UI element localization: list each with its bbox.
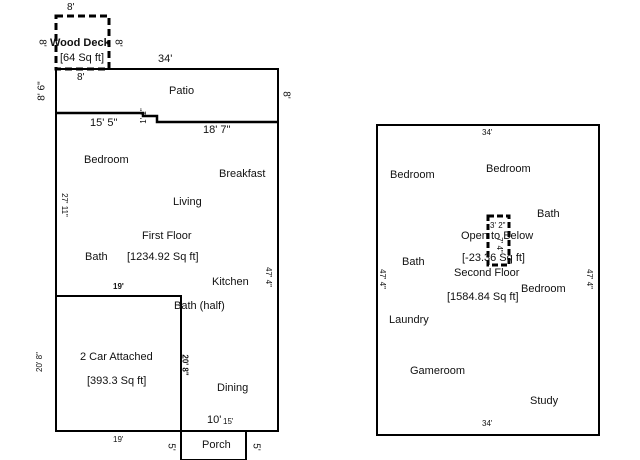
second-left-dim: 47' 4"	[377, 269, 387, 289]
room-bath-half: Bath (half)	[174, 300, 225, 312]
room-living: Living	[173, 196, 202, 208]
second-right-dim: 47' 4"	[584, 269, 594, 289]
second-floor-label: Second Floor	[454, 267, 520, 279]
room-dining: Dining	[217, 382, 249, 394]
wood-deck-label: Wood Deck	[50, 37, 110, 49]
left-dim-upper: 27' 11"	[59, 193, 69, 217]
garage-wall	[56, 295, 182, 431]
room-bath-1: Bath	[537, 208, 560, 220]
patio-dim-left: 8' 6"	[36, 81, 48, 101]
second-bottom-dim: 34'	[482, 419, 493, 428]
room-bath-2: Bath	[402, 256, 425, 268]
room-bedroom-1: Bedroom	[390, 169, 435, 181]
garage-area: [393.3 Sq ft]	[87, 375, 147, 387]
step-dim: 1' 1"	[138, 108, 148, 124]
overall-width-dim: 34'	[158, 53, 173, 65]
room-bath: Bath	[85, 251, 108, 263]
room-breakfast: Breakfast	[219, 168, 266, 180]
patio-wall	[56, 111, 278, 124]
porch-label: Porch	[202, 439, 231, 451]
open-dim-w: 3' 2"	[490, 221, 506, 230]
porch-right-dim: 5'	[250, 443, 262, 451]
second-floor-area: [1584.84 Sq ft]	[447, 291, 519, 303]
first-floor-outline	[55, 68, 279, 432]
deck-dim-right: 8'	[112, 39, 124, 47]
step-dim-left: 15' 5"	[90, 117, 118, 129]
first-floor-label: First Floor	[142, 230, 192, 242]
garage-bottom-dim: 19'	[113, 435, 124, 444]
garage-left-dim: 20' 8"	[34, 352, 44, 372]
room-bedroom: Bedroom	[84, 154, 129, 166]
room-bedroom-2: Bedroom	[486, 163, 531, 175]
garage-right-dim: 20' 8"	[180, 354, 190, 376]
patio-label: Patio	[169, 85, 195, 97]
deck-dim-bottom: 8'	[77, 72, 85, 83]
dining-bottom-dim: 10'	[207, 414, 222, 426]
room-gameroom: Gameroom	[410, 365, 466, 377]
porch-left-dim: 5'	[165, 443, 177, 451]
porch-width-dim: 15'	[223, 417, 234, 426]
open-to-below-outline	[486, 214, 511, 267]
open-to-below-label: Open to Below	[461, 230, 534, 242]
open-area: [-23.36 Sq ft]	[462, 252, 525, 264]
patio-dim-right: 8'	[280, 91, 292, 99]
open-dim-h: 7' 4"	[494, 237, 504, 253]
garage-top-dim: 19'	[113, 282, 124, 291]
wood-deck-area: [64 Sq ft]	[60, 52, 105, 64]
porch-outline	[180, 431, 247, 460]
room-kitchen: Kitchen	[212, 276, 249, 288]
room-study: Study	[530, 395, 559, 407]
second-floor-outline	[376, 124, 600, 436]
room-bedroom-3: Bedroom	[521, 283, 566, 295]
first-floor-area: [1234.92 Sq ft]	[127, 251, 199, 263]
deck-dim-left: 8'	[36, 39, 48, 47]
second-top-dim: 34'	[482, 128, 493, 137]
deck-dim-top: 8'	[67, 2, 75, 13]
step-dim-right: 18' 7"	[203, 124, 231, 136]
right-main-dim: 47' 4"	[263, 267, 273, 287]
room-garage: 2 Car Attached	[80, 351, 153, 363]
room-laundry: Laundry	[389, 314, 429, 326]
